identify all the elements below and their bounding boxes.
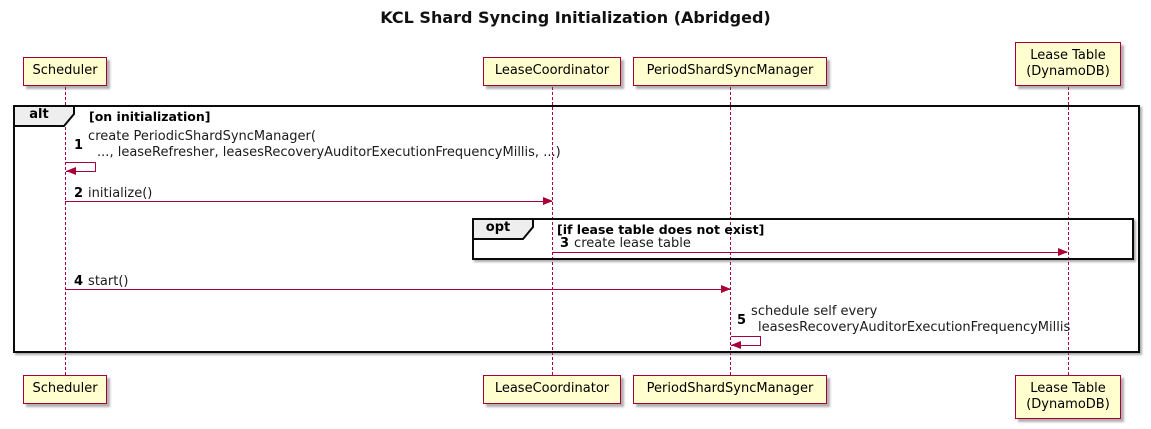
opt-operator-label: opt bbox=[485, 220, 511, 235]
message-3-label: 3 create lease table bbox=[560, 236, 691, 251]
message-5-text: schedule self every leasesRecoveryAudito… bbox=[751, 304, 1071, 335]
participant-lease-coordinator-bottom: LeaseCoordinator bbox=[483, 375, 621, 404]
diagram-title: KCL Shard Syncing Initialization (Abridg… bbox=[380, 8, 771, 27]
message-3-number: 3 bbox=[560, 236, 570, 251]
participant-scheduler-bottom: Scheduler bbox=[23, 375, 107, 404]
opt-frame: opt [if lease table does not exist] bbox=[472, 218, 1134, 260]
pentagon-shape-icon bbox=[472, 218, 534, 240]
message-2-arrowhead-icon bbox=[543, 197, 553, 205]
message-4-arrowhead-icon bbox=[721, 285, 731, 293]
participant-scheduler-top: Scheduler bbox=[23, 57, 107, 86]
participant-lease-table-bottom: Lease Table (DynamoDB) bbox=[1015, 375, 1121, 419]
message-1-self-arrow bbox=[66, 162, 96, 172]
lifeline-lease-coordinator bbox=[552, 87, 553, 375]
participant-period-shard-sync-manager-top: PeriodShardSyncManager bbox=[633, 57, 827, 86]
lifeline-lease-table bbox=[1068, 87, 1069, 375]
lifeline-period-shard-sync-manager bbox=[730, 87, 731, 375]
message-2-text: initialize() bbox=[88, 186, 153, 201]
message-5-arrowhead-icon bbox=[731, 341, 741, 349]
participant-period-shard-sync-manager-bottom: PeriodShardSyncManager bbox=[633, 375, 827, 404]
message-4-text: start() bbox=[88, 274, 129, 289]
message-1-text: create PeriodicShardSyncManager( ..., le… bbox=[88, 129, 561, 160]
alt-condition-label: [on initialization] bbox=[89, 109, 211, 124]
lifeline-scheduler bbox=[65, 87, 66, 375]
message-3-arrow bbox=[552, 252, 1067, 253]
message-5-number: 5 bbox=[737, 312, 747, 328]
alt-frame-operator-pentagon: alt bbox=[13, 105, 75, 127]
message-1-label: 1 create PeriodicShardSyncManager( ..., … bbox=[74, 129, 561, 161]
participant-lease-table-top: Lease Table (DynamoDB) bbox=[1015, 42, 1121, 86]
message-4-number: 4 bbox=[74, 274, 84, 289]
message-5-label: 5 schedule self every leasesRecoveryAudi… bbox=[737, 304, 1070, 336]
participant-lease-coordinator-top: LeaseCoordinator bbox=[483, 57, 621, 86]
alt-operator-label: alt bbox=[29, 107, 49, 122]
message-2-number: 2 bbox=[74, 186, 84, 201]
message-4-label: 4 start() bbox=[74, 274, 128, 289]
message-5-self-arrow bbox=[731, 336, 761, 346]
alt-frame: alt [on initialization] bbox=[13, 105, 1140, 353]
opt-frame-operator-pentagon: opt bbox=[472, 218, 534, 240]
message-3-text: create lease table bbox=[574, 236, 691, 251]
message-1-arrowhead-icon bbox=[66, 167, 76, 175]
pentagon-shape-icon bbox=[13, 105, 75, 127]
message-3-arrowhead-icon bbox=[1058, 248, 1068, 256]
message-4-arrow bbox=[65, 289, 730, 290]
message-2-label: 2 initialize() bbox=[74, 186, 152, 201]
message-1-number: 1 bbox=[74, 137, 84, 153]
opt-condition-label: [if lease table does not exist] bbox=[557, 222, 765, 237]
message-2-arrow bbox=[65, 201, 552, 202]
